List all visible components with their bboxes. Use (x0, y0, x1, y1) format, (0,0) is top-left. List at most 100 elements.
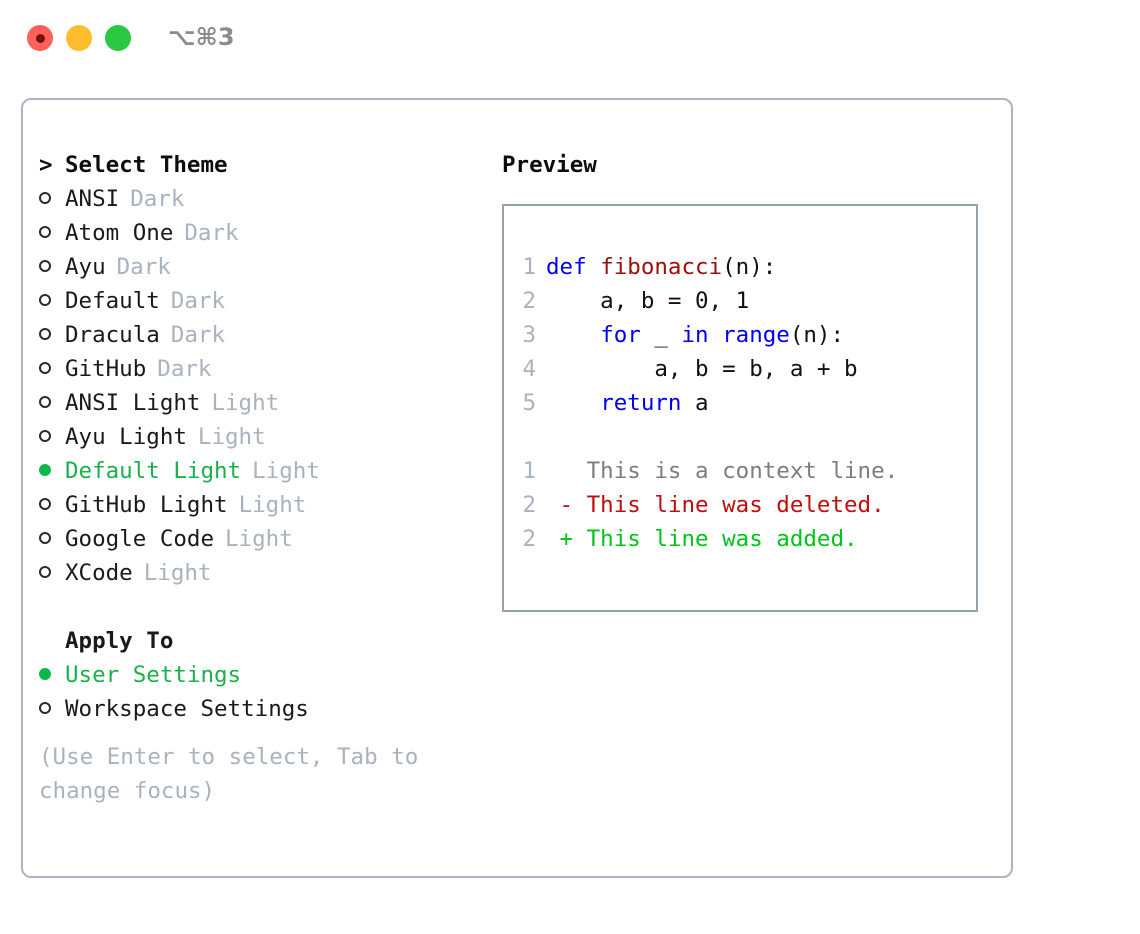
code-token: (n): (722, 254, 777, 280)
theme-option-tag: Light (225, 526, 293, 552)
theme-option-tag: Light (211, 390, 280, 416)
radio-unselected-icon[interactable] (39, 284, 65, 318)
code-line: 3 for _ in range(n): (504, 318, 976, 352)
radio-unselected-icon[interactable] (39, 318, 65, 352)
radio-unselected-icon[interactable] (39, 182, 65, 216)
theme-option-tag: Dark (116, 254, 171, 280)
theme-option-tag: Light (252, 458, 320, 484)
radio-unselected-icon[interactable] (39, 216, 65, 250)
theme-option-label: GitHub (65, 356, 147, 382)
theme-option-label: Dracula (65, 322, 160, 348)
code-token: for (600, 322, 641, 348)
prompt-caret-icon: > (39, 152, 53, 178)
radio-unselected-icon[interactable] (39, 488, 65, 522)
radio-unselected-icon[interactable] (39, 250, 65, 284)
line-number: 2 (522, 492, 536, 518)
theme-option-default-light[interactable]: Default Light Light (39, 454, 489, 488)
line-number: 5 (522, 390, 536, 416)
radio-unselected-icon[interactable] (39, 352, 65, 386)
list-spacer (39, 590, 489, 624)
code-content: def fibonacci(n): (546, 250, 776, 284)
theme-option-label: Atom One (65, 220, 174, 246)
code-line: 1 def fibonacci(n): (504, 250, 976, 284)
code-token (546, 322, 600, 348)
radio-selected-icon[interactable] (39, 454, 65, 488)
theme-option-tag: Dark (170, 322, 226, 348)
code-line: 2 a, b = 0, 1 (504, 284, 976, 318)
diff-separator (504, 420, 976, 454)
theme-option-google-code[interactable]: Google Code Light (39, 522, 489, 556)
theme-option-tag: Light (238, 492, 307, 518)
line-number: 2 (522, 288, 536, 314)
apply-to-option-label: Workspace Settings (65, 696, 309, 722)
theme-option-tag: Light (197, 424, 266, 450)
preview-box: 1 def fibonacci(n): 2 a, b = 0, 1 3 for … (502, 204, 978, 612)
radio-selected-icon[interactable] (39, 658, 65, 692)
window-controls (27, 25, 131, 51)
code-token: (n): (789, 322, 845, 348)
code-token (709, 322, 723, 348)
line-number: 1 (522, 254, 536, 280)
line-number: 3 (522, 322, 536, 348)
theme-option-atom-one-dark[interactable]: Atom One Dark (39, 216, 489, 250)
theme-option-label: XCode (65, 560, 133, 586)
radio-unselected-icon[interactable] (39, 386, 65, 420)
select-theme-label: Select Theme (65, 152, 228, 178)
theme-option-ansi-light[interactable]: ANSI Light Light (39, 386, 489, 420)
apply-to-option-label: User Settings (65, 662, 242, 688)
diff-line-deleted: 2 - This line was deleted. (504, 488, 976, 522)
theme-option-default-dark[interactable]: Default Dark (39, 284, 489, 318)
radio-unselected-icon[interactable] (39, 692, 65, 726)
theme-option-label: GitHub Light (65, 492, 228, 518)
theme-option-github-light[interactable]: GitHub Light Light (39, 488, 489, 522)
diff-line-added: 2 + This line was added. (504, 522, 976, 556)
diff-content: - This line was deleted. (546, 492, 885, 518)
line-number: 1 (522, 458, 536, 484)
line-number: 4 (522, 356, 536, 382)
diff-line-context: 1 This is a context line. (504, 454, 976, 488)
code-token: a, b = b, a + b (546, 356, 858, 382)
apply-to-header: Apply To (39, 624, 489, 658)
theme-option-ansi-dark[interactable]: ANSI Dark (39, 182, 489, 216)
theme-option-xcode[interactable]: XCode Light (39, 556, 489, 590)
theme-picker-column: > Select Theme ANSI Dark Atom One Dark A… (39, 148, 489, 808)
main-panel: > Select Theme ANSI Dark Atom One Dark A… (21, 98, 1013, 878)
code-content: a, b = 0, 1 (546, 284, 749, 318)
theme-option-dracula-dark[interactable]: Dracula Dark (39, 318, 489, 352)
diff-content: + This line was added. (546, 526, 858, 552)
minimize-window-button[interactable] (66, 25, 92, 51)
theme-option-tag: Dark (184, 220, 239, 246)
maximize-window-button[interactable] (105, 25, 131, 51)
theme-option-github-dark[interactable]: GitHub Dark (39, 352, 489, 386)
diff-content: This is a context line. (546, 458, 899, 484)
theme-option-label: ANSI Light (65, 390, 201, 416)
radio-unselected-icon[interactable] (39, 420, 65, 454)
code-content: a, b = b, a + b (546, 352, 858, 386)
code-token: return (600, 390, 682, 416)
code-token: in (681, 322, 709, 348)
code-token (546, 390, 600, 416)
keyboard-hint-text: (Use Enter to select, Tab to change focu… (39, 744, 432, 804)
theme-option-ayu-dark[interactable]: Ayu Dark (39, 250, 489, 284)
preview-column: Preview 1 def fibonacci(n): 2 a, b = 0, … (502, 148, 1002, 612)
radio-unselected-icon[interactable] (39, 522, 65, 556)
keyboard-shortcut-label: ⌥⌘3 (168, 23, 235, 51)
code-token: _ (640, 322, 682, 348)
theme-option-label: Default Light (65, 458, 242, 484)
code-content: for _ in range(n): (546, 318, 844, 352)
theme-option-label: ANSI (65, 186, 120, 212)
theme-option-tag: Dark (130, 186, 185, 212)
close-window-button[interactable] (27, 25, 53, 51)
radio-unselected-icon[interactable] (39, 556, 65, 590)
theme-option-ayu-light[interactable]: Ayu Light Light (39, 420, 489, 454)
code-token: fibonacci (600, 254, 723, 280)
theme-option-label: Ayu (65, 254, 106, 280)
apply-to-option-workspace-settings[interactable]: Workspace Settings (39, 692, 489, 726)
title-bar: ⌥⌘3 (0, 0, 1140, 78)
code-token: range (722, 322, 790, 348)
theme-option-tag: Dark (157, 356, 212, 382)
code-token: a (681, 390, 709, 416)
theme-option-label: Default (65, 288, 160, 314)
apply-to-option-user-settings[interactable]: User Settings (39, 658, 489, 692)
